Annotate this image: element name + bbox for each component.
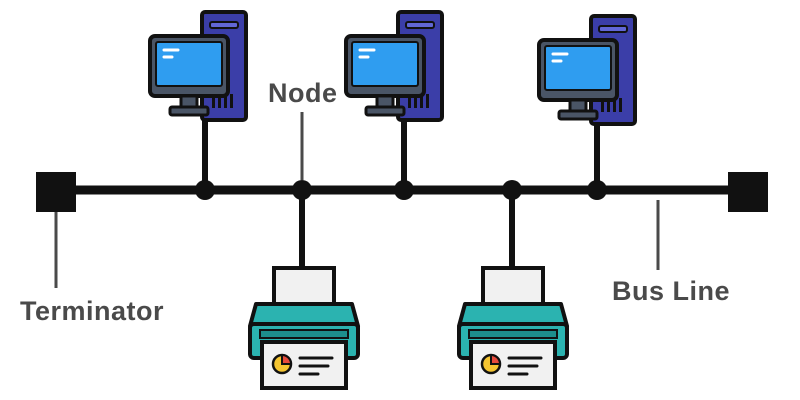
terminator-left — [36, 172, 76, 212]
bus-line-label: Bus Line — [612, 276, 731, 306]
printer-icon — [457, 266, 569, 390]
computer-icon — [537, 14, 637, 126]
terminator-right — [728, 172, 768, 212]
terminator-label: Terminator — [20, 296, 165, 326]
node-printer-2 — [502, 180, 522, 200]
printer-icon — [248, 266, 360, 390]
computer-icon — [344, 10, 444, 122]
node-label: Node — [268, 78, 338, 108]
node-computer-2 — [394, 180, 414, 200]
node-printer-1 — [292, 180, 312, 200]
node-computer-3 — [587, 180, 607, 200]
computer-icon — [148, 10, 248, 122]
node-computer-1 — [195, 180, 215, 200]
